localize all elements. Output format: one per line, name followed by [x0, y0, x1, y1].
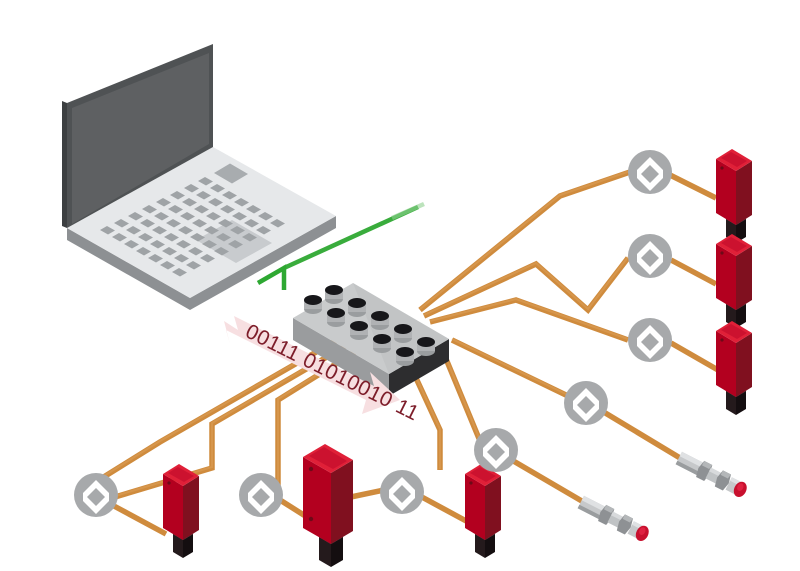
io-link-cable-highlights — [77, 170, 631, 497]
sensor-prox-2[interactable] — [576, 494, 652, 545]
iolink-node-8[interactable] — [74, 473, 118, 517]
cable-node-1-to-sensor — [668, 172, 718, 201]
sensor-bottom-1[interactable] — [465, 464, 501, 558]
cable-to-node-3 — [429, 297, 629, 343]
iolink-node-4[interactable] — [564, 381, 608, 425]
sensor-prox-1[interactable] — [674, 450, 750, 501]
sensor-right-2[interactable] — [716, 234, 752, 328]
cable-to-node-1 — [418, 169, 631, 313]
banner-ribbon — [224, 316, 400, 414]
cable-node-3-to-sensor — [669, 340, 720, 373]
cable-node-8-to-sensor — [112, 503, 168, 537]
sensor-bottom-2[interactable] — [303, 444, 353, 567]
laptop[interactable] — [62, 44, 336, 310]
laptop-key-block[interactable] — [214, 163, 248, 184]
cable-node-2-to-sensor — [669, 257, 718, 287]
module-front-face — [293, 318, 389, 396]
module-ports-back-row[interactable] — [325, 285, 435, 356]
iolink-node-3[interactable] — [628, 318, 672, 362]
iolink-node-7[interactable] — [239, 473, 283, 517]
cable-node-6-to-sensor — [418, 493, 470, 525]
laptop-screen-display — [72, 53, 209, 224]
sensor-right-3[interactable] — [716, 321, 752, 415]
iolink-node-6[interactable] — [380, 470, 424, 514]
laptop-keyboard[interactable] — [100, 177, 285, 277]
cable-green-fade — [391, 201, 425, 221]
iolink-node-5[interactable] — [474, 428, 518, 472]
iolink-node-1[interactable] — [628, 150, 672, 194]
laptop-screen-edge — [62, 101, 67, 228]
cable-laptop-to-module — [256, 264, 287, 290]
laptop-base-front — [67, 216, 336, 310]
module-ports-front-row[interactable] — [304, 295, 414, 366]
sensor-right-1[interactable] — [716, 149, 752, 243]
io-link-master-module[interactable] — [293, 283, 449, 396]
configuration-cable — [256, 201, 425, 290]
sensor-bottom-3[interactable] — [163, 464, 199, 558]
iolink-node-2[interactable] — [628, 234, 672, 278]
